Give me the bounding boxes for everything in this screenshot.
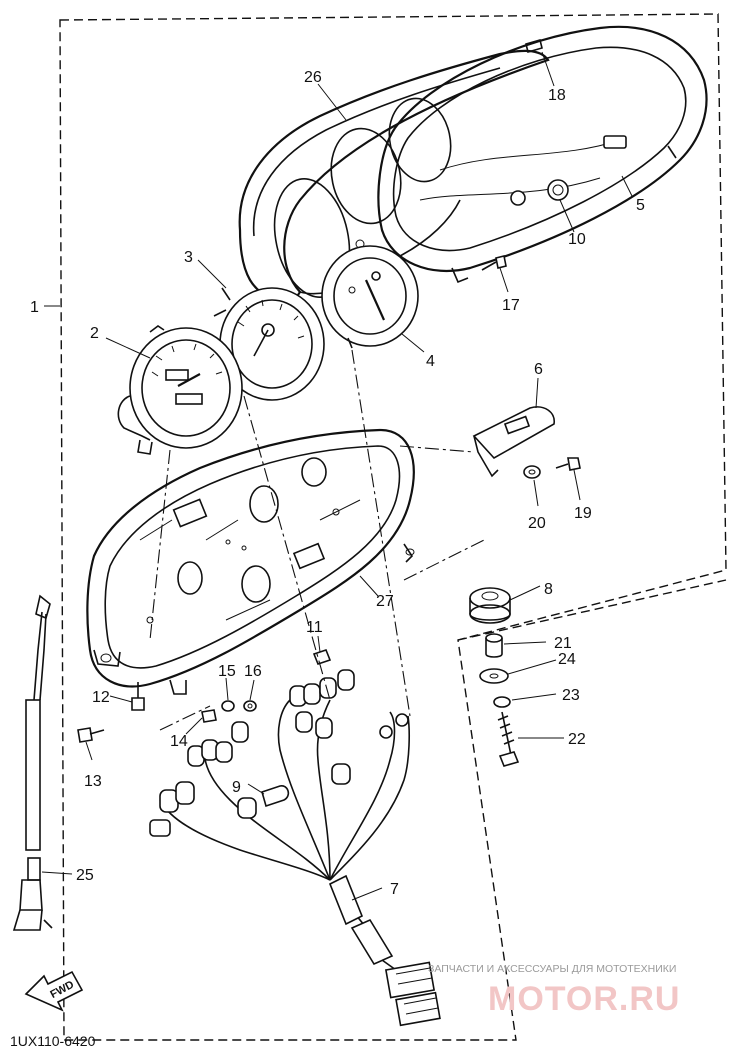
screw-19 <box>555 457 581 471</box>
indicator-bracket <box>472 406 555 478</box>
callout-4: 4 <box>426 353 435 370</box>
callout-8: 8 <box>544 581 553 598</box>
callout-6: 6 <box>534 361 543 378</box>
wiring-harness <box>149 669 441 1027</box>
forward-direction-arrow: FWD <box>24 970 84 1012</box>
reset-knob <box>547 179 569 201</box>
callout-3: 3 <box>184 249 193 266</box>
washer-15 <box>221 700 235 712</box>
callout-16: 16 <box>244 663 262 680</box>
callout-15: 15 <box>218 663 236 680</box>
callout-25: 25 <box>76 867 94 884</box>
case-screw-12 <box>131 682 145 711</box>
callout-11: 11 <box>306 619 323 636</box>
callout-27: 27 <box>376 593 394 610</box>
washer-23 <box>493 696 511 708</box>
callout-18: 18 <box>548 87 566 104</box>
speedometer-cable <box>12 594 53 931</box>
callout-23: 23 <box>562 687 580 704</box>
washer-16 <box>243 700 257 712</box>
callout-26: 26 <box>304 69 322 86</box>
lens-screw <box>525 39 543 53</box>
washer-20 <box>523 465 541 479</box>
speedometer-gauge <box>117 325 243 455</box>
washer-24 <box>479 668 509 684</box>
rubber-damper <box>469 587 511 624</box>
meter-lens-cover <box>377 25 708 284</box>
case-screw-13 <box>77 727 105 743</box>
meter-case-housing <box>86 428 415 695</box>
alignment-lines <box>149 349 485 731</box>
assembly-boundary <box>59 13 727 1041</box>
callout-14: 14 <box>170 733 188 750</box>
callout-9: 9 <box>232 779 241 796</box>
callout-7: 7 <box>390 881 399 898</box>
callout-10: 10 <box>568 231 586 248</box>
callouts: 1 2 3 4 5 6 7 8 9 10 11 12 13 14 15 16 1… <box>30 69 645 898</box>
callout-21: 21 <box>554 635 572 652</box>
callout-24: 24 <box>558 651 576 668</box>
callout-5: 5 <box>636 197 645 214</box>
callout-1: 1 <box>30 299 39 316</box>
bulb-9 <box>261 785 290 808</box>
callout-2: 2 <box>90 325 99 342</box>
watermark-logo: MOTOR.RU <box>488 980 680 1018</box>
collar-21 <box>485 633 503 658</box>
callout-22: 22 <box>568 731 586 748</box>
callout-13: 13 <box>84 773 102 790</box>
diagram-code: 1UX110-6420 <box>10 1033 96 1049</box>
screw-14 <box>201 709 217 723</box>
watermark-caption: ЗАПЧАСТИ И АКСЕССУАРЫ ДЛЯ МОТОТЕХНИКИ <box>428 963 676 975</box>
watermark: ЗАПЧАСТИ И АКСЕССУАРЫ ДЛЯ МОТОТЕХНИКИ MO… <box>428 963 680 1018</box>
leader-lines <box>41 51 633 901</box>
callout-19: 19 <box>574 505 592 522</box>
bolt-22 <box>497 711 520 767</box>
callout-12: 12 <box>92 689 110 706</box>
fuel-temp-gauge <box>321 245 419 349</box>
bulb-11 <box>312 649 332 665</box>
callout-20: 20 <box>528 515 546 532</box>
callout-17: 17 <box>502 297 520 314</box>
bracket-screw-17 <box>481 255 507 271</box>
bulb-sockets <box>149 669 355 837</box>
